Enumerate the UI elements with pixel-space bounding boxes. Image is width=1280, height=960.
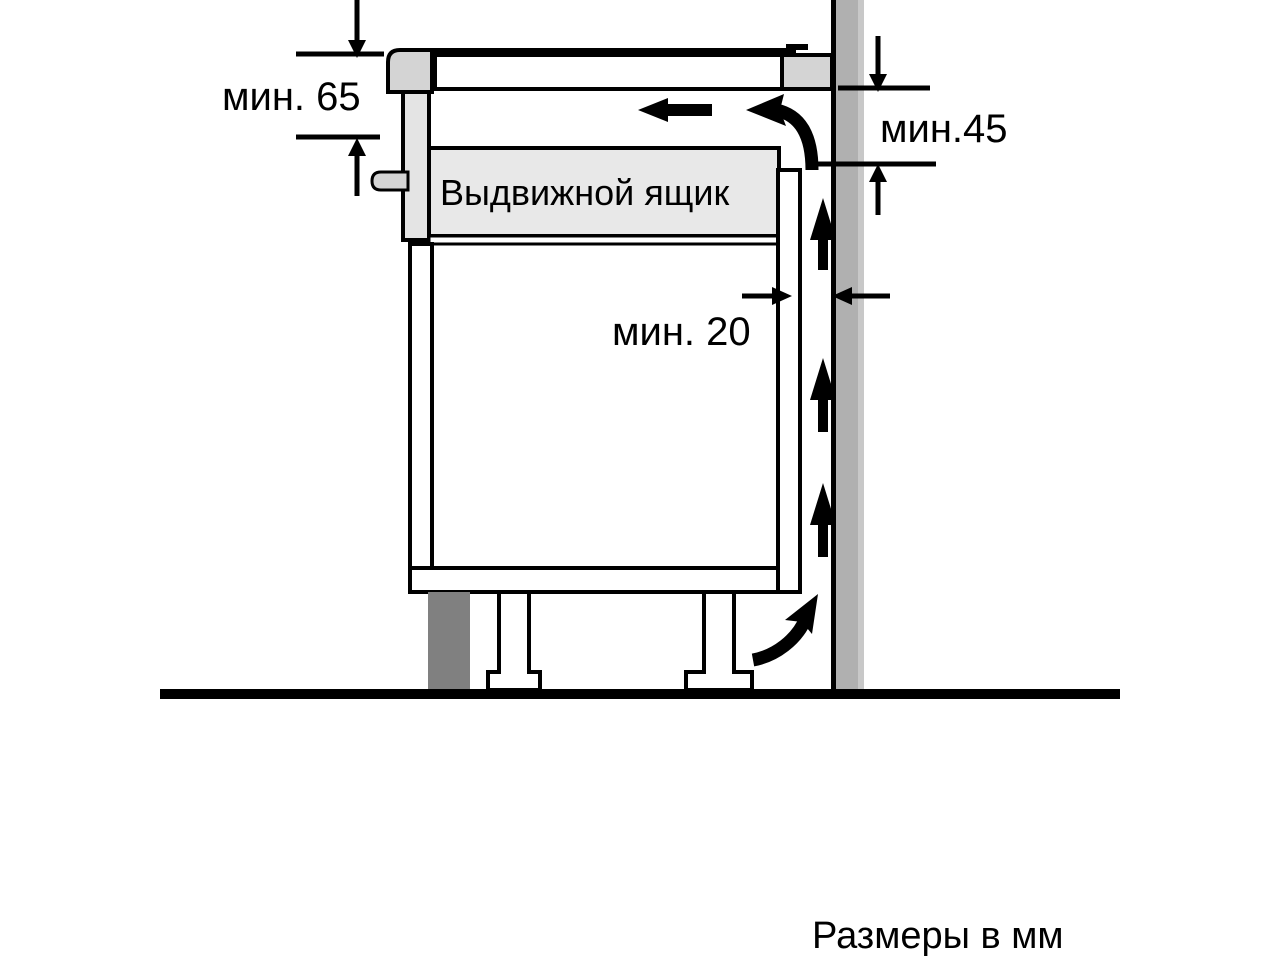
plinth-block bbox=[428, 592, 470, 690]
cabinet-body bbox=[408, 168, 802, 594]
floor-line bbox=[160, 689, 1120, 699]
dimension-min-20: мин. 20 bbox=[612, 287, 890, 354]
dimension-label-min-45: мин.45 bbox=[880, 107, 1008, 151]
airflow-arrow-rear-3 bbox=[810, 483, 836, 557]
adjustable-leg-left bbox=[486, 590, 542, 692]
cooktop-right-cap bbox=[780, 53, 834, 91]
airflow-arrow-top-straight bbox=[638, 98, 712, 122]
adjustable-leg-right bbox=[684, 590, 754, 692]
airflow-arrow-top-curve bbox=[746, 94, 819, 171]
dimension-min-45: мин.45 bbox=[806, 36, 1008, 215]
dimension-min-65: мин. 65 bbox=[222, 0, 384, 196]
cooktop-panel bbox=[386, 44, 834, 94]
airflow-arrow-bottom-curve bbox=[751, 594, 818, 667]
airflow-arrow-rear-2 bbox=[810, 358, 836, 432]
drawer-handle bbox=[370, 170, 410, 192]
drawer-label: Выдвижной ящик bbox=[440, 172, 729, 213]
pull-out-drawer bbox=[427, 146, 781, 246]
rear-wall bbox=[831, 0, 864, 697]
cabinet-left-upper-panel bbox=[401, 90, 431, 242]
units-caption: Размеры в мм bbox=[812, 915, 1063, 957]
dimension-label-min-65: мин. 65 bbox=[222, 75, 361, 119]
dimension-label-min-20: мин. 20 bbox=[612, 310, 751, 354]
airflow-arrow-rear-1 bbox=[810, 198, 836, 270]
cooktop-left-cap bbox=[386, 48, 434, 94]
